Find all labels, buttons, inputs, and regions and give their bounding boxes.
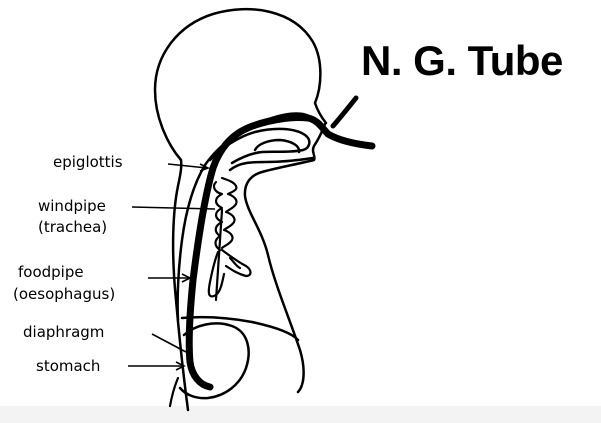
face-outline [245,124,325,392]
label-foodpipe: foodpipe [18,265,84,280]
label-windpipe: windpipe [38,199,106,214]
label-stomach: stomach [36,359,100,374]
ng-tube [189,117,372,387]
diagram-title: N. G. Tube [361,40,563,82]
label-oesophagus: (oesophagus) [13,287,115,302]
label-epiglottis: epiglottis [53,155,123,170]
label-diaphragm: diaphragm [23,325,104,340]
label-trachea: (trachea) [38,220,107,235]
throat-line [178,114,312,321]
stomach-outline [182,317,298,340]
lower-body-outline [170,378,178,406]
ng-tube-pointer [333,98,356,126]
